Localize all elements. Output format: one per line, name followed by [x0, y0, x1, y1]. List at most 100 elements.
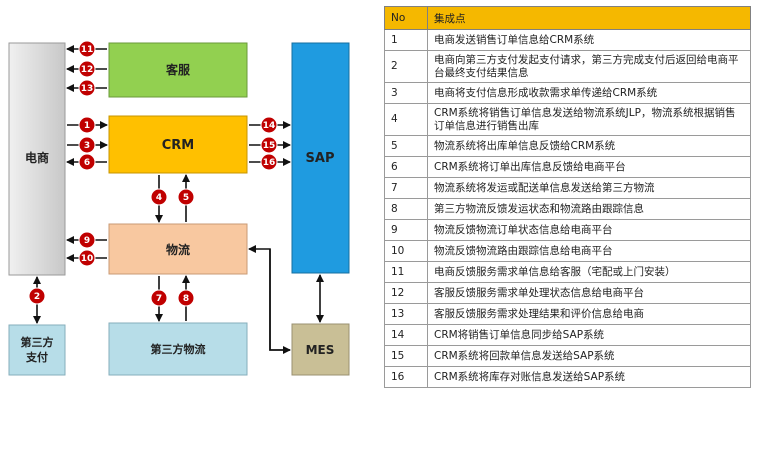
- badge-label: 4: [156, 193, 162, 203]
- badge-label: 3: [84, 141, 90, 151]
- row-text: 客服反馈服务需求处理结果和评价信息给电商: [427, 303, 751, 325]
- node-mes-label: MES: [306, 343, 335, 357]
- node-ecommerce: 电商: [8, 42, 66, 276]
- row-no: 9: [384, 219, 428, 241]
- row-no: 11: [384, 261, 428, 283]
- badge-6: 6: [78, 153, 96, 171]
- badge-8: 8: [177, 289, 195, 307]
- badge-12: 12: [78, 60, 96, 78]
- node-logistics: 物流: [108, 223, 248, 275]
- row-text: 第三方物流反馈发运状态和物流路由跟踪信息: [427, 198, 751, 220]
- table-header-row: No 集成点: [384, 6, 751, 30]
- row-no: 15: [384, 345, 428, 367]
- row-text: 电商向第三方支付发起支付请求，第三方完成支付后返回给电商平台最终支付结果信息: [427, 50, 751, 83]
- node-third-party-logistics-label: 第三方物流: [151, 342, 206, 356]
- node-sap-label: SAP: [306, 151, 335, 166]
- badge-9: 9: [78, 231, 96, 249]
- row-text: 物流反馈物流路由跟踪信息给电商平台: [427, 240, 751, 262]
- badge-16: 16: [260, 153, 278, 171]
- badge-label: 11: [81, 45, 94, 55]
- row-no: 7: [384, 177, 428, 199]
- node-customer-service: 客服: [108, 42, 248, 98]
- badge-label: 10: [81, 254, 94, 264]
- badge-10: 10: [78, 249, 96, 267]
- badge-label: 8: [183, 294, 189, 304]
- badge-4: 4: [150, 188, 168, 206]
- badge-label: 7: [156, 294, 162, 304]
- row-no: 3: [384, 82, 428, 104]
- node-third-party-payment: 第三方支付: [8, 324, 66, 376]
- row-no: 4: [384, 103, 428, 136]
- badge-label: 6: [84, 158, 90, 168]
- row-text: 物流系统将发运或配送单信息发送给第三方物流: [427, 177, 751, 199]
- badge-label: 2: [34, 292, 40, 302]
- badge-label: 16: [263, 158, 276, 168]
- row-text: 电商发送销售订单信息给CRM系统: [427, 29, 751, 51]
- header-integration-point: 集成点: [427, 6, 751, 30]
- badge-3: 3: [78, 136, 96, 154]
- node-third-party-payment-label: 第三方支付: [21, 335, 54, 364]
- row-text: CRM系统将库存对账信息发送给SAP系统: [427, 366, 751, 388]
- row-text: 电商将支付信息形成收款需求单传递给CRM系统: [427, 82, 751, 104]
- badge-label: 5: [183, 193, 189, 203]
- node-third-party-logistics: 第三方物流: [108, 322, 248, 376]
- badge-14: 14: [260, 116, 278, 134]
- node-ecommerce-label: 电商: [25, 150, 49, 165]
- node-crm: CRM: [108, 115, 248, 174]
- node-crm-label: CRM: [162, 138, 195, 153]
- row-text: 客服反馈服务需求单处理状态信息给电商平台: [427, 282, 751, 304]
- row-text: CRM系统将订单出库信息反馈给电商平台: [427, 156, 751, 178]
- row-no: 6: [384, 156, 428, 178]
- arrow-logistics-mes: [269, 249, 291, 354]
- row-no: 13: [384, 303, 428, 325]
- badge-label: 1: [84, 121, 90, 131]
- row-no: 8: [384, 198, 428, 220]
- row-no: 2: [384, 50, 428, 83]
- badge-label: 9: [84, 236, 90, 246]
- header-no: No: [384, 6, 428, 30]
- row-no: 1: [384, 29, 428, 51]
- row-no: 5: [384, 135, 428, 157]
- row-no: 16: [384, 366, 428, 388]
- badge-15: 15: [260, 136, 278, 154]
- row-text: CRM将销售订单信息同步给SAP系统: [427, 324, 751, 346]
- row-no: 14: [384, 324, 428, 346]
- badge-13: 13: [78, 79, 96, 97]
- badge-7: 7: [150, 289, 168, 307]
- node-customer-service-label: 客服: [165, 62, 191, 77]
- row-text: 电商反馈服务需求单信息给客服（宅配或上门安装）: [427, 261, 751, 283]
- badge-label: 13: [81, 84, 94, 94]
- node-mes: MES: [291, 323, 350, 376]
- row-text: CRM系统将销售订单信息发送给物流系统JLP，物流系统根据销售订单信息进行销售出…: [427, 103, 751, 136]
- badge-1: 1: [78, 116, 96, 134]
- badge-label: 15: [263, 141, 276, 151]
- badge-2: 2: [28, 287, 46, 305]
- node-sap: SAP: [291, 42, 350, 274]
- badge-11: 11: [78, 40, 96, 58]
- row-text: 物流反馈物流订单状态信息给电商平台: [427, 219, 751, 241]
- badge-label: 14: [263, 121, 276, 131]
- badge-5: 5: [177, 188, 195, 206]
- row-no: 12: [384, 282, 428, 304]
- row-text: CRM系统将回款单信息发送给SAP系统: [427, 345, 751, 367]
- row-text: 物流系统将出库单信息反馈给CRM系统: [427, 135, 751, 157]
- badge-label: 12: [81, 65, 94, 75]
